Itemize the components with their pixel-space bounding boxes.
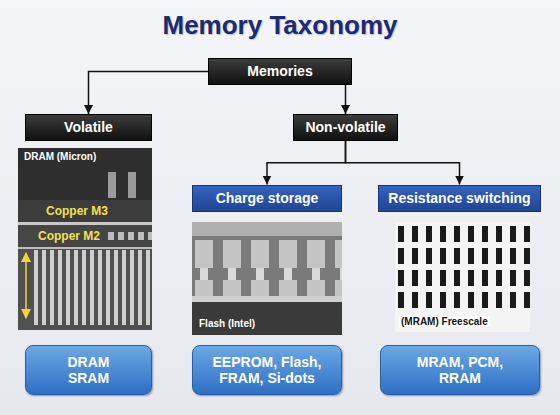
copper-m2-line: [18, 247, 152, 249]
image-caption: Flash (Intel): [197, 318, 257, 329]
node-label: Volatile: [64, 119, 113, 135]
height-arrow: [25, 253, 27, 318]
dram-via: [128, 172, 136, 198]
image-caption: DRAM (Micron): [22, 151, 98, 162]
flash-micrograph: [192, 222, 342, 335]
node-label: DRAM SRAM: [59, 354, 119, 386]
category-box: Non-volatile: [293, 114, 398, 141]
node-label: MRAM, PCM, RRAM: [410, 354, 510, 386]
dram-micrograph: [18, 148, 152, 330]
flash-substrate: [192, 302, 342, 335]
copper-m3-band: [18, 200, 152, 222]
copper-m2-band: [18, 225, 152, 247]
connector-arrow: [345, 85, 347, 114]
category-box: Volatile: [25, 114, 152, 141]
image-caption: Copper M3: [44, 205, 110, 218]
node-label: Non-volatile: [305, 119, 385, 135]
dram-via: [108, 172, 116, 198]
node-label: EEPROM, Flash, FRAM, Si-dots: [206, 354, 328, 386]
connector-arrow: [267, 141, 346, 185]
dram-capacitor-columns: [34, 250, 150, 325]
example-box: EEPROM, Flash, FRAM, Si-dots: [192, 345, 342, 395]
flash-top-layer: [192, 222, 342, 236]
node-label: Charge storage: [216, 190, 319, 206]
image-caption: Copper M2: [36, 230, 102, 243]
node-label: Resistance switching: [388, 190, 530, 206]
example-box: DRAM SRAM: [25, 345, 152, 395]
example-box: MRAM, PCM, RRAM: [380, 345, 540, 395]
dram-top-layer: [18, 148, 152, 200]
category-box: Memories: [208, 58, 352, 85]
mram-micrograph: [395, 222, 530, 332]
node-label: Memories: [247, 63, 312, 79]
category-box: Charge storage: [192, 185, 342, 212]
connector-arrow: [89, 72, 209, 115]
flash-substrate-line: [192, 296, 342, 302]
image-caption: (MRAM) Freescale: [399, 316, 490, 327]
copper-m3-line: [18, 222, 152, 225]
connector-arrow: [346, 141, 460, 185]
copper-m2-vias: [108, 232, 152, 240]
flash-cells: [192, 240, 342, 296]
category-box: Resistance switching: [378, 185, 541, 212]
slide-title: Memory Taxonomy: [0, 10, 560, 41]
mram-vias: [395, 226, 530, 310]
